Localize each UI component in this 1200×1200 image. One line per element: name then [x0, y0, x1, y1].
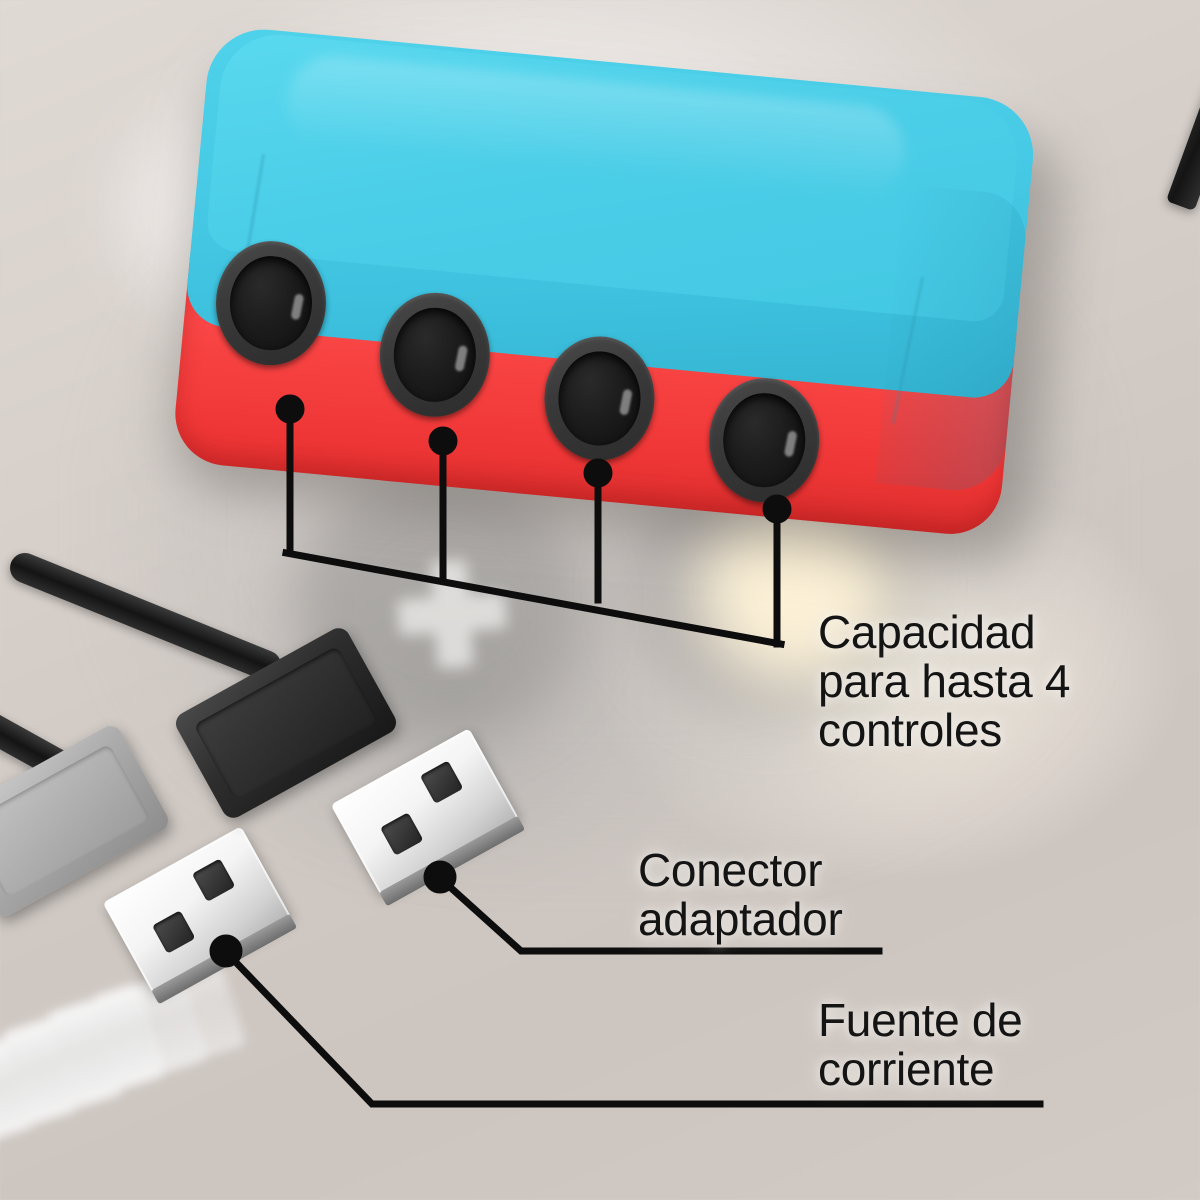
device-right-face	[875, 184, 1030, 495]
usb-contact-pad	[419, 760, 464, 804]
label-fuente-de-corriente: Fuente de corriente	[818, 994, 1023, 1095]
controller-port-3[interactable]	[542, 335, 656, 462]
label-capacidad: Capacidad para hasta 4 controles	[818, 606, 1071, 756]
controller-port-1[interactable]	[214, 239, 328, 367]
background-dpad-icon	[394, 556, 509, 671]
usb-contact-pad	[152, 910, 196, 954]
gamecube-controller-adapter	[150, 24, 1200, 569]
usb-contact-pad	[191, 858, 236, 902]
controller-port-4[interactable]	[707, 376, 821, 504]
usb-contact-pad	[380, 812, 424, 856]
controller-port-2[interactable]	[378, 291, 492, 419]
label-conector-adaptador: Conector adaptador	[638, 844, 843, 945]
